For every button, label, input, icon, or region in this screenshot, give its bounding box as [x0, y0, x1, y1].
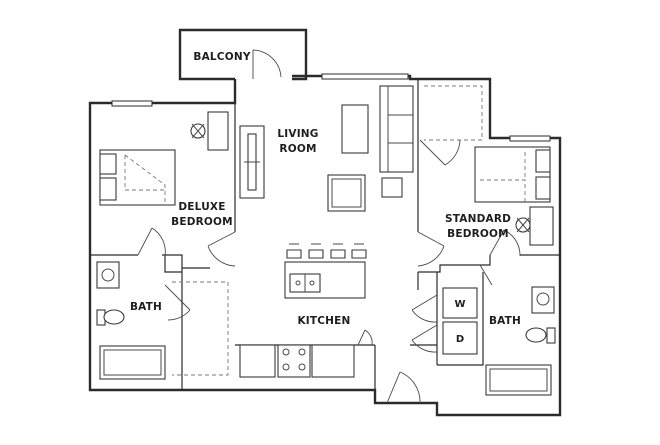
kitchen-fixtures: [239, 243, 367, 378]
balcony-area: [178, 28, 308, 81]
kitchen-label: KITCHEN: [297, 315, 350, 327]
balcony-label: BALCONY: [193, 51, 250, 63]
room-labels: BALCONY LIVING ROOM DELUXE BEDROOM STAND…: [130, 51, 521, 327]
deluxe-bedroom-label-line1: DELUXE: [178, 201, 225, 213]
living-room-label-line1: LIVING: [277, 128, 318, 140]
living-room-furniture: [239, 85, 414, 212]
dryer: [442, 321, 478, 355]
left-bath-fixtures: [96, 261, 229, 380]
standard-bedroom-label-line1: STANDARD: [445, 213, 511, 225]
standard-bedroom-label-line2: BEDROOM: [447, 228, 509, 240]
dryer-label: D: [456, 334, 464, 345]
laundry-closet: W D: [442, 287, 478, 355]
deluxe-bedroom-furniture: [99, 111, 229, 206]
right-bath-fixtures: [485, 286, 556, 396]
exterior-walls: [88, 73, 562, 417]
washer-label: W: [454, 299, 465, 310]
doors: [137, 139, 521, 404]
right-bath-label: BATH: [489, 315, 521, 327]
left-bath-label: BATH: [130, 301, 162, 313]
deluxe-bedroom-label-line2: BEDROOM: [171, 216, 233, 228]
standard-bedroom-furniture: [474, 146, 554, 246]
washer: [442, 287, 478, 319]
living-room-label-line2: ROOM: [279, 143, 316, 155]
